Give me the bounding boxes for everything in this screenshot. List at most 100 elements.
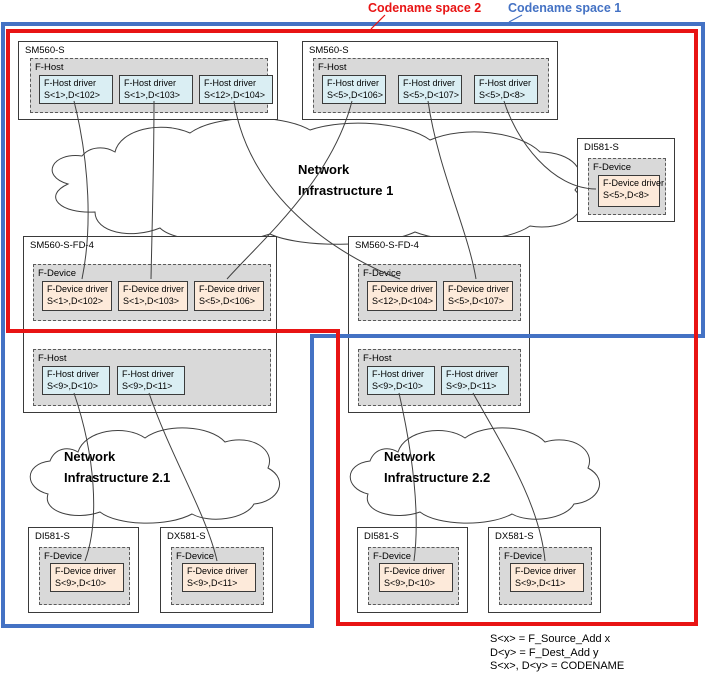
legend-line: S<x>, D<y> = CODENAME (490, 660, 625, 672)
legend-line: S<x> = F_Source_Add x (490, 633, 611, 645)
fhost-driver-box: F-Host driver S<12>,D<104> (199, 75, 273, 104)
fdevice-driver-box: F-Device driver S<12>,D<104> (367, 281, 437, 311)
driver-name: F-Host driver (327, 78, 380, 88)
driver-codename: S<1>,D<102> (44, 89, 101, 100)
driver-codename: S<5>,D<8> (479, 89, 526, 100)
device-title: DX581-S (495, 531, 534, 542)
fdevice-section: F-Device F-Device driver S<9>,D<10> (368, 547, 459, 605)
device-title: DI581-S (584, 142, 619, 153)
device-box-sm560s-top-right: SM560-S F-Host F-Host driver S<5>,D<106>… (302, 41, 558, 120)
driver-codename: S<9>,D<10> (55, 577, 107, 588)
fdevice-section: F-Device F-Device driver S<1>,D<102> F-D… (33, 264, 271, 321)
fhost-section: F-Host F-Host driver S<5>,D<106> F-Host … (313, 58, 549, 113)
fhost-driver-box: F-Host driver S<9>,D<11> (441, 366, 509, 395)
codename-space-1-label: Codename space 1 (508, 1, 622, 15)
driver-row: F-Host driver S<9>,D<10> F-Host driver S… (367, 366, 509, 395)
device-title: DX581-S (167, 531, 206, 542)
driver-name: F-Host driver (204, 78, 257, 88)
driver-row: F-Host driver S<5>,D<106> F-Host driver … (322, 75, 538, 104)
section-title: F-Device (363, 268, 402, 279)
fhost-section: F-Host F-Host driver S<9>,D<10> F-Host d… (33, 349, 271, 406)
driver-name: F-Device driver (384, 566, 446, 576)
driver-codename: S<5>,D<8> (603, 189, 650, 200)
driver-row: F-Device driver S<9>,D<11> (182, 563, 256, 592)
fhost-driver-box: F-Host driver S<9>,D<11> (117, 366, 185, 395)
device-box-di581s-bottom-right: DI581-S F-Device F-Device driver S<9>,D<… (357, 527, 468, 613)
fdevice-driver-box: F-Device driver S<5>,D<8> (598, 175, 665, 207)
driver-name: F-Device driver (47, 284, 109, 294)
driver-name: F-Device driver (187, 566, 249, 576)
driver-codename: S<12>,D<104> (372, 295, 434, 306)
fhost-driver-box: F-Host driver S<5>,D<107> (398, 75, 462, 104)
legend-line: D<y> = F_Dest_Add y (490, 646, 599, 659)
driver-codename: S<1>,D<102> (47, 295, 104, 306)
driver-name: F-Host driver (479, 78, 532, 88)
device-box-dx581s-bottom-right: DX581-S F-Device F-Device driver S<9>,D<… (488, 527, 601, 613)
driver-name: F-Device driver (603, 178, 665, 188)
fhost-driver-box: F-Host driver S<5>,D<8> (474, 75, 538, 104)
driver-codename: S<9>,D<10> (47, 380, 99, 391)
device-box-sm560s-fd4-right: SM560-S-FD-4 F-Device F-Device driver S<… (348, 236, 530, 413)
driver-codename: S<5>,D<106> (327, 89, 384, 100)
section-title: F-Device (593, 162, 632, 173)
driver-name: F-Device driver (123, 284, 185, 294)
device-box-dx581s-bottom-left: DX581-S F-Device F-Device driver S<9>,D<… (160, 527, 273, 613)
section-title: F-Device (176, 551, 215, 562)
section-title: F-Device (38, 268, 77, 279)
codename-legend: S<x> = F_Source_Add x D<y> = F_Dest_Add … (490, 633, 624, 674)
fdevice-driver-box: F-Device driver S<9>,D<10> (50, 563, 124, 592)
driver-codename: S<9>,D<11> (446, 380, 497, 391)
section-title: F-Host (35, 62, 64, 73)
driver-codename: S<9>,D<10> (372, 380, 424, 391)
fdevice-section: F-Device F-Device driver S<5>,D<8> (588, 158, 666, 215)
driver-row: F-Device driver S<9>,D<11> (510, 563, 584, 592)
driver-row: F-Host driver S<9>,D<10> F-Host driver S… (42, 366, 185, 395)
section-title: F-Device (504, 551, 543, 562)
section-title: F-Host (38, 353, 67, 364)
driver-codename: S<5>,D<107> (403, 89, 460, 100)
fdevice-driver-box: F-Device driver S<9>,D<10> (379, 563, 453, 592)
section-title: F-Host (318, 62, 347, 73)
fdevice-driver-box: F-Device driver S<5>,D<107> (443, 281, 513, 311)
driver-name: F-Host driver (372, 369, 425, 379)
fdevice-driver-box: F-Device driver S<5>,D<106> (194, 281, 264, 311)
fhost-section: F-Host F-Host driver S<1>,D<102> F-Host … (30, 58, 273, 113)
driver-codename: S<9>,D<11> (122, 380, 173, 391)
driver-codename: S<1>,D<103> (124, 89, 181, 100)
section-title: F-Device (373, 551, 412, 562)
driver-row: F-Device driver S<9>,D<10> (379, 563, 453, 592)
driver-codename: S<9>,D<10> (384, 577, 436, 588)
fdevice-section: F-Device F-Device driver S<12>,D<104> F-… (358, 264, 521, 321)
driver-name: F-Device driver (372, 284, 434, 294)
driver-name: F-Device driver (515, 566, 577, 576)
fhost-driver-box: F-Host driver S<9>,D<10> (367, 366, 435, 395)
driver-row: F-Host driver S<1>,D<102> F-Host driver … (39, 75, 273, 104)
driver-row: F-Device driver S<1>,D<102> F-Device dri… (42, 281, 264, 311)
driver-row: F-Device driver S<9>,D<10> (50, 563, 124, 592)
device-box-sm560s-top-left: SM560-S F-Host F-Host driver S<1>,D<102>… (18, 41, 278, 120)
fdevice-driver-box: F-Device driver S<1>,D<102> (42, 281, 112, 311)
driver-name: F-Host driver (122, 369, 175, 379)
driver-codename: S<5>,D<106> (199, 295, 256, 306)
fdevice-section: F-Device F-Device driver S<9>,D<11> (499, 547, 592, 605)
fhost-driver-box: F-Host driver S<1>,D<102> (39, 75, 113, 104)
driver-name: F-Device driver (448, 284, 510, 294)
device-title: DI581-S (364, 531, 399, 542)
fdevice-driver-box: F-Device driver S<9>,D<11> (510, 563, 584, 592)
device-box-di581s-bottom-left: DI581-S F-Device F-Device driver S<9>,D<… (28, 527, 139, 613)
driver-name: F-Host driver (403, 78, 456, 88)
driver-name: F-Host driver (47, 369, 100, 379)
device-title: SM560-S-FD-4 (30, 240, 94, 251)
driver-name: F-Host driver (124, 78, 177, 88)
fhost-driver-box: F-Host driver S<1>,D<103> (119, 75, 193, 104)
driver-name: F-Device driver (55, 566, 117, 576)
fdevice-driver-box: F-Device driver S<9>,D<11> (182, 563, 256, 592)
section-title: F-Device (44, 551, 83, 562)
fdevice-driver-box: F-Device driver S<1>,D<103> (118, 281, 188, 311)
section-title: F-Host (363, 353, 392, 364)
driver-codename: S<1>,D<103> (123, 295, 180, 306)
driver-codename: S<5>,D<107> (448, 295, 505, 306)
codename-space-2-label: Codename space 2 (368, 1, 482, 15)
device-box-di581s-right: DI581-S F-Device F-Device driver S<5>,D<… (577, 138, 675, 222)
